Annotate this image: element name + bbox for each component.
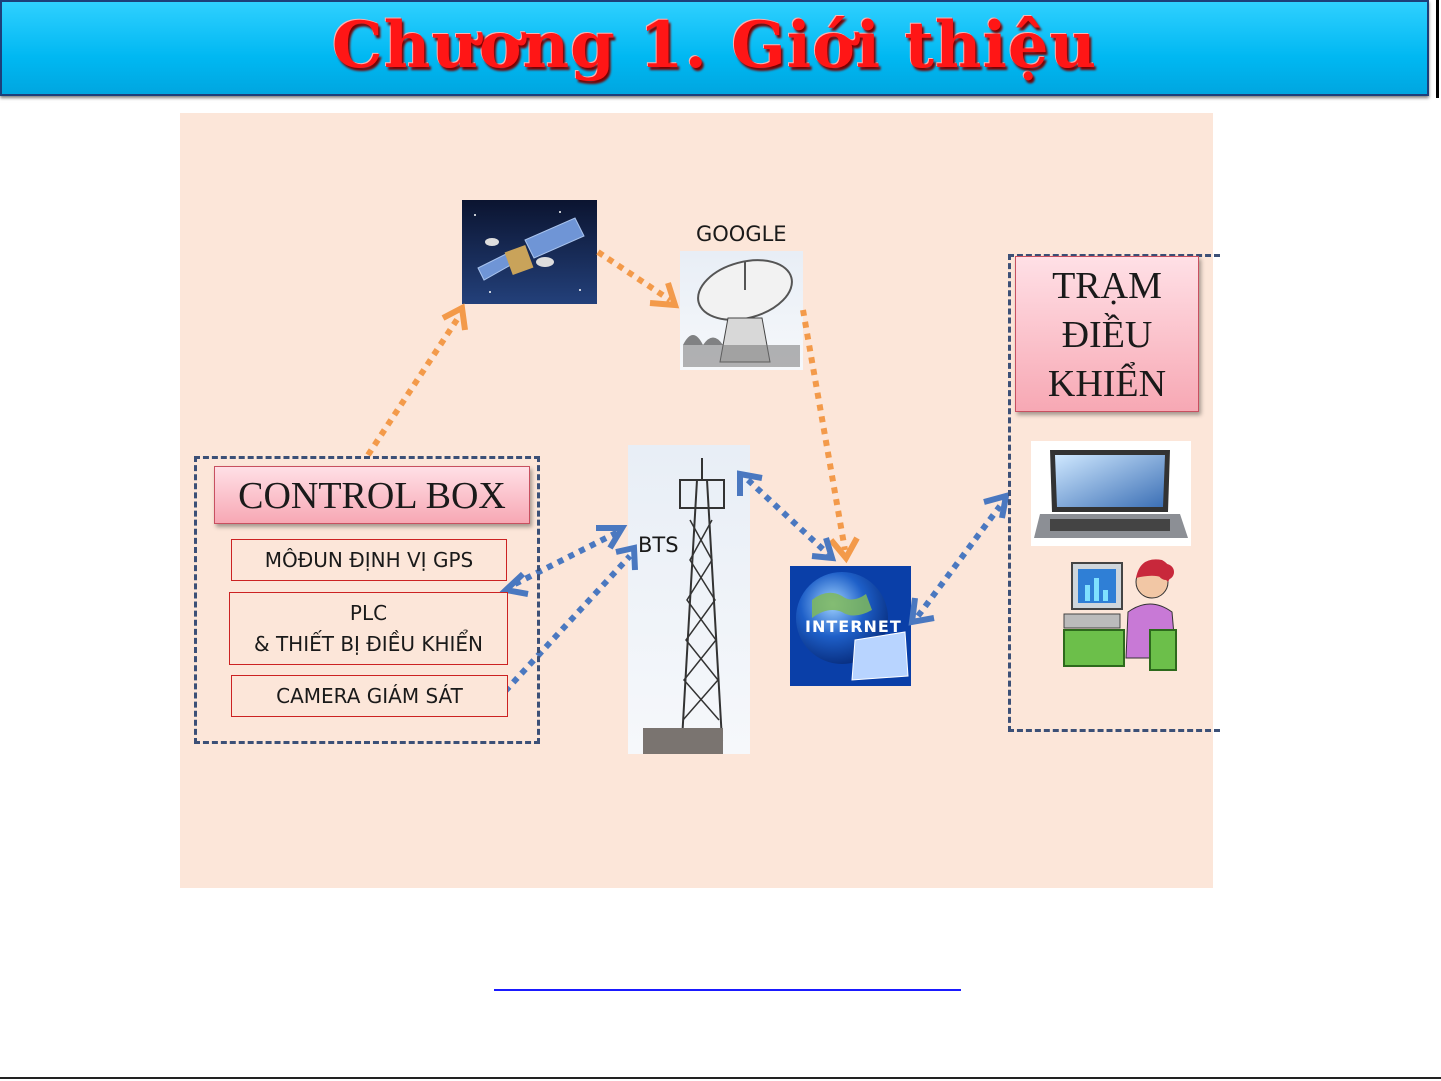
station-line-3: KHIỂN [1016,360,1198,409]
underline-link[interactable] [494,989,961,991]
bts-tower-image [628,445,750,754]
google-label: GOOGLE [696,222,787,246]
bts-label: BTS [638,533,679,557]
control-station-title: TRẠM ĐIỀU KHIỂN [1015,256,1199,412]
control-box-title: CONTROL BOX [214,466,530,524]
arrow-satellite-to-google [598,252,670,300]
station-line-2: ĐIỀU [1016,311,1198,360]
gps-module-label: MÔĐUN ĐỊNH VỊ GPS [265,548,473,572]
arrow-google-to-internet [803,310,845,550]
arrow-bts-internet [748,480,828,554]
station-line-1: TRẠM [1016,262,1198,311]
satellite-dish-image [680,251,803,370]
arrowhead-station [984,496,1006,518]
arrowhead-internet-3 [912,598,934,622]
plc-label: PLC [350,598,387,629]
gps-module-box: MÔĐUN ĐỊNH VỊ GPS [231,539,507,581]
plc-devices-label: & THIẾT BỊ ĐIỀU KHIỂN [254,629,483,660]
plc-module-box: PLC & THIẾT BỊ ĐIỀU KHIỂN [229,592,508,665]
satellite-image [462,200,597,304]
arrow-controlbox-to-satellite [368,318,458,455]
camera-module-box: CAMERA GIÁM SÁT [231,675,508,717]
internet-label: INTERNET [805,617,902,636]
camera-label: CAMERA GIÁM SÁT [276,684,463,708]
arrow-internet-station [918,506,1000,616]
slide-bottom-border [0,1077,1441,1079]
